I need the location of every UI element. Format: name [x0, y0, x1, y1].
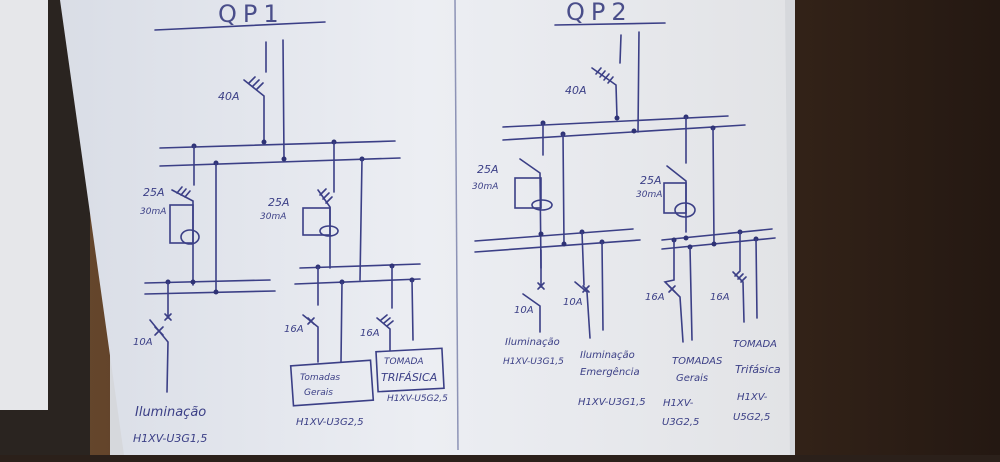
page-divider: [454, 0, 459, 451]
qp1-circuit2-name-line1: Tomadas: [300, 373, 340, 383]
qp1-circuit1-breaker: 10A: [133, 337, 153, 348]
qp2-circuit2-breaker: 10A: [563, 297, 583, 308]
laptop-screen: [0, 0, 48, 410]
qp1-circuit3-name-line2: TRIFÁSICA: [381, 371, 437, 384]
qp1-circuit2-breaker: 16A: [284, 324, 304, 335]
qp1-rcd-right-rating: 25A: [268, 196, 290, 209]
qp2-rcd-left-sensitivity: 30mA: [472, 182, 498, 192]
qp2-circuit3-breaker: 16A: [645, 292, 665, 303]
qp2-circuit2-name-line1: Iluminação: [580, 350, 635, 361]
qp1-rcd-right-sensitivity: 30mA: [260, 212, 286, 222]
qp2-circuit3-cable-line1: H1XV-: [663, 398, 694, 409]
qp1-circuit3-breaker: 16A: [360, 328, 380, 339]
qp1-circuit3-name-line1: TOMADA: [384, 357, 424, 367]
qp2-title: QP2: [566, 0, 633, 26]
qp1-rcd-left-rating: 25A: [143, 186, 165, 199]
qp1-circuit1-name: Iluminação: [135, 405, 206, 420]
qp1-circuit3-cable: H1XV-U5G2,5: [387, 394, 448, 404]
qp2-circuit4-cable-line2: U5G2,5: [733, 412, 770, 423]
qp2-diagram: QP2 40A 25A 30mA 10A Iluminação H1XV-U3G…: [472, 0, 781, 428]
qp1-circuit2-cable: H1XV-U3G2,5: [296, 417, 364, 428]
qp1-circuit2-name-line2: Gerais: [304, 388, 333, 398]
qp1-rcd-left-sensitivity: 30mA: [140, 207, 166, 217]
qp2-circuit4-breaker: 16A: [710, 292, 730, 303]
qp2-circuit4-name-line1: TOMADA: [733, 339, 777, 350]
qp2-circuit4-cable-line1: H1XV-: [737, 392, 768, 403]
qp1-diagram: QP1 40A 25A 30mA 10A Iluminação H1XV-U3G…: [133, 0, 448, 445]
qp2-rcd-right-sensitivity: 30mA: [636, 190, 662, 200]
qp2-rcd-right-rating: 25A: [640, 174, 662, 187]
qp2-circuit2-name-line2: Emergência: [580, 366, 640, 378]
qp1-main-breaker-label: 40A: [218, 90, 240, 103]
paper-sheet: [60, 0, 790, 462]
qp2-circuit1-name: Iluminação: [505, 337, 560, 348]
qp2-circuit3-cable-line2: U3G2,5: [662, 417, 699, 428]
qp2-circuit2-cable: H1XV-U3G1,5: [578, 397, 646, 408]
qp2-circuit3-name-line1: TOMADAS: [672, 356, 723, 367]
qp2-main-breaker-label: 40A: [565, 84, 587, 97]
qp2-rcd-left-rating: 25A: [477, 163, 499, 176]
qp2-circuit1-cable: H1XV-U3G1,5: [503, 357, 564, 367]
qp1-circuit1-cable: H1XV-U3G1,5: [133, 432, 207, 445]
qp1-title: QP1: [218, 0, 285, 28]
qp2-circuit3-name-line2: Gerais: [676, 373, 708, 384]
qp2-circuit1-breaker: 10A: [514, 305, 534, 316]
qp2-circuit4-name-line2: Trifásica: [735, 363, 781, 376]
